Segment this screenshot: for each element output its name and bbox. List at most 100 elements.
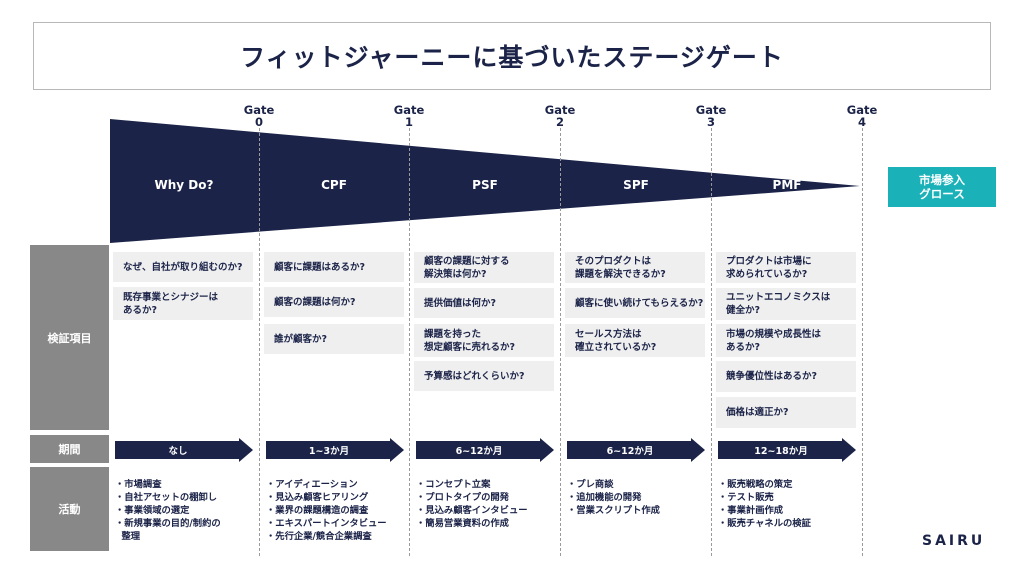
verification-item: なぜ、自社が取り組むのか?: [113, 252, 253, 282]
row-label-activity: 活動: [30, 467, 109, 551]
verification-text: 顧客の課題は何か?: [274, 296, 356, 308]
activity-item: ・簡易営業資料の作成: [416, 518, 509, 529]
activity-item: 整理: [115, 531, 141, 542]
verification-item: 競争優位性はあるか?: [716, 361, 856, 392]
verification-text: 顧客に使い続けてもらえるか?: [575, 297, 704, 309]
title-box: フィットジャーニーに基づいたステージゲート: [33, 22, 991, 90]
arrow-head-icon: [239, 438, 253, 462]
gate-0-line: [259, 128, 260, 556]
market-entry-line1: 市場参入: [919, 173, 965, 187]
verification-item: 価格は適正か?: [716, 397, 856, 428]
activity-list: ・アイディエーション ・見込み顧客ヒアリング ・業界の課題構造の調査 ・エキスパ…: [266, 478, 408, 543]
gate-0-text: Gate: [243, 103, 275, 117]
gate-1-text: Gate: [393, 103, 425, 117]
row-label-verification: 検証項目: [30, 245, 109, 430]
activity-item: ・見込み顧客インタビュー: [416, 505, 528, 516]
period-arrow: 12~18か月: [718, 438, 856, 462]
verification-item: 顧客に使い続けてもらえるか?: [565, 288, 705, 318]
verification-item: 予算感はどれくらいか?: [414, 361, 554, 391]
verification-item: そのプロダクトは 課題を解決できるか?: [565, 252, 705, 283]
gate-2-line: [560, 128, 561, 556]
verification-item: 既存事業とシナジーは あるか?: [113, 287, 253, 320]
sairu-logo: SAIRU: [922, 533, 986, 549]
activity-item: ・新規事業の目的/制約の: [115, 518, 221, 529]
activity-item: ・販売チャネルの検証: [718, 518, 811, 529]
gate-3-line: [711, 128, 712, 556]
period-label: 6~12か月: [416, 441, 542, 459]
activity-item: ・プロトタイプの開発: [416, 492, 509, 503]
page-title: フィットジャーニーに基づいたステージゲート: [240, 43, 784, 72]
verification-text: 課題を持った 想定顧客に売れるか?: [424, 328, 516, 353]
verification-text: 競争優位性はあるか?: [726, 371, 818, 382]
phase-psf: PSF: [472, 178, 498, 192]
arrow-head-icon: [390, 438, 404, 462]
gate-1-number: 1: [404, 115, 413, 129]
activity-item: ・エキスパートインタビュー: [266, 518, 387, 529]
arrow-head-icon: [540, 438, 554, 462]
verification-text: 顧客に課題はあるか?: [274, 261, 366, 273]
verification-text: プロダクトは市場に 求められているか?: [726, 255, 812, 280]
verification-item: 顧客の課題に対する 解決策は何か?: [414, 252, 554, 283]
verification-item: セールス方法は 確立されているか?: [565, 324, 705, 357]
verification-text: そのプロダクトは 課題を解決できるか?: [575, 255, 666, 280]
period-arrow: 6~12か月: [567, 438, 705, 462]
activity-item: ・アイディエーション: [266, 479, 358, 490]
gate-3-number: 3: [706, 115, 715, 129]
activity-item: ・事業領域の選定: [115, 505, 190, 516]
verification-text: 提供価値は何か?: [424, 297, 497, 309]
activity-item: ・先行企業/競合企業調査: [266, 531, 372, 542]
period-label: 12~18か月: [718, 441, 844, 459]
period-arrow: なし: [115, 438, 253, 462]
funnel-shape: [110, 119, 860, 243]
phase-why-do: Why Do?: [154, 178, 214, 192]
gate-1-line: [409, 128, 410, 556]
arrow-head-icon: [842, 438, 856, 462]
activity-item: ・コンセプト立案: [416, 479, 491, 490]
gate-4-text: Gate: [846, 103, 878, 117]
phase-spf: SPF: [623, 178, 649, 192]
market-entry-line2: グロース: [919, 187, 965, 201]
period-label: 1~3か月: [266, 441, 392, 459]
verification-text: なぜ、自社が取り組むのか?: [123, 261, 243, 273]
activity-item: ・見込み顧客ヒアリング: [266, 492, 369, 503]
activity-list: ・市場調査 ・自社アセットの棚卸し ・事業領域の選定 ・新規事業の目的/制約の …: [115, 478, 257, 543]
activity-item: ・自社アセットの棚卸し: [115, 492, 218, 503]
verification-text: 既存事業とシナジーは あるか?: [123, 291, 219, 316]
activity-item: ・追加機能の開発: [567, 492, 642, 503]
verification-item: 顧客に課題はあるか?: [264, 252, 404, 282]
period-label: 6~12か月: [567, 441, 693, 459]
verification-text: 価格は適正か?: [726, 407, 789, 418]
activity-list: ・販売戦略の策定 ・テスト販売 ・事業計画作成 ・販売チャネルの検証: [718, 478, 860, 530]
activity-item: ・事業計画作成: [718, 505, 784, 516]
gate-3-text: Gate: [695, 103, 727, 117]
activity-item: ・営業スクリプト作成: [567, 505, 660, 516]
verification-text: 市場の規模や成長性は あるか?: [726, 328, 822, 353]
gate-4-line: [862, 128, 863, 556]
period-label: なし: [115, 441, 241, 459]
activity-item: ・販売戦略の策定: [718, 479, 793, 490]
verification-item: 顧客の課題は何か?: [264, 287, 404, 317]
period-arrow: 6~12か月: [416, 438, 554, 462]
verification-item: 市場の規模や成長性は あるか?: [716, 324, 856, 357]
period-arrow: 1~3か月: [266, 438, 404, 462]
verification-item: 課題を持った 想定顧客に売れるか?: [414, 324, 554, 357]
arrow-head-icon: [691, 438, 705, 462]
verification-item: 誰が顧客か?: [264, 324, 404, 354]
gate-2-number: 2: [555, 115, 564, 129]
gate-0-number: 0: [254, 115, 263, 129]
activity-item: ・テスト販売: [718, 492, 774, 503]
row-label-period: 期間: [30, 435, 109, 463]
activity-item: ・市場調査: [115, 479, 162, 490]
gate-2-text: Gate: [544, 103, 576, 117]
verification-text: ユニットエコノミクスは 健全か?: [726, 292, 831, 316]
phase-cpf: CPF: [321, 178, 347, 192]
gate-4-number: 4: [857, 115, 866, 129]
activity-list: ・プレ商談 ・追加機能の開発 ・営業スクリプト作成: [567, 478, 709, 517]
phase-pmf: PMF: [772, 178, 802, 192]
